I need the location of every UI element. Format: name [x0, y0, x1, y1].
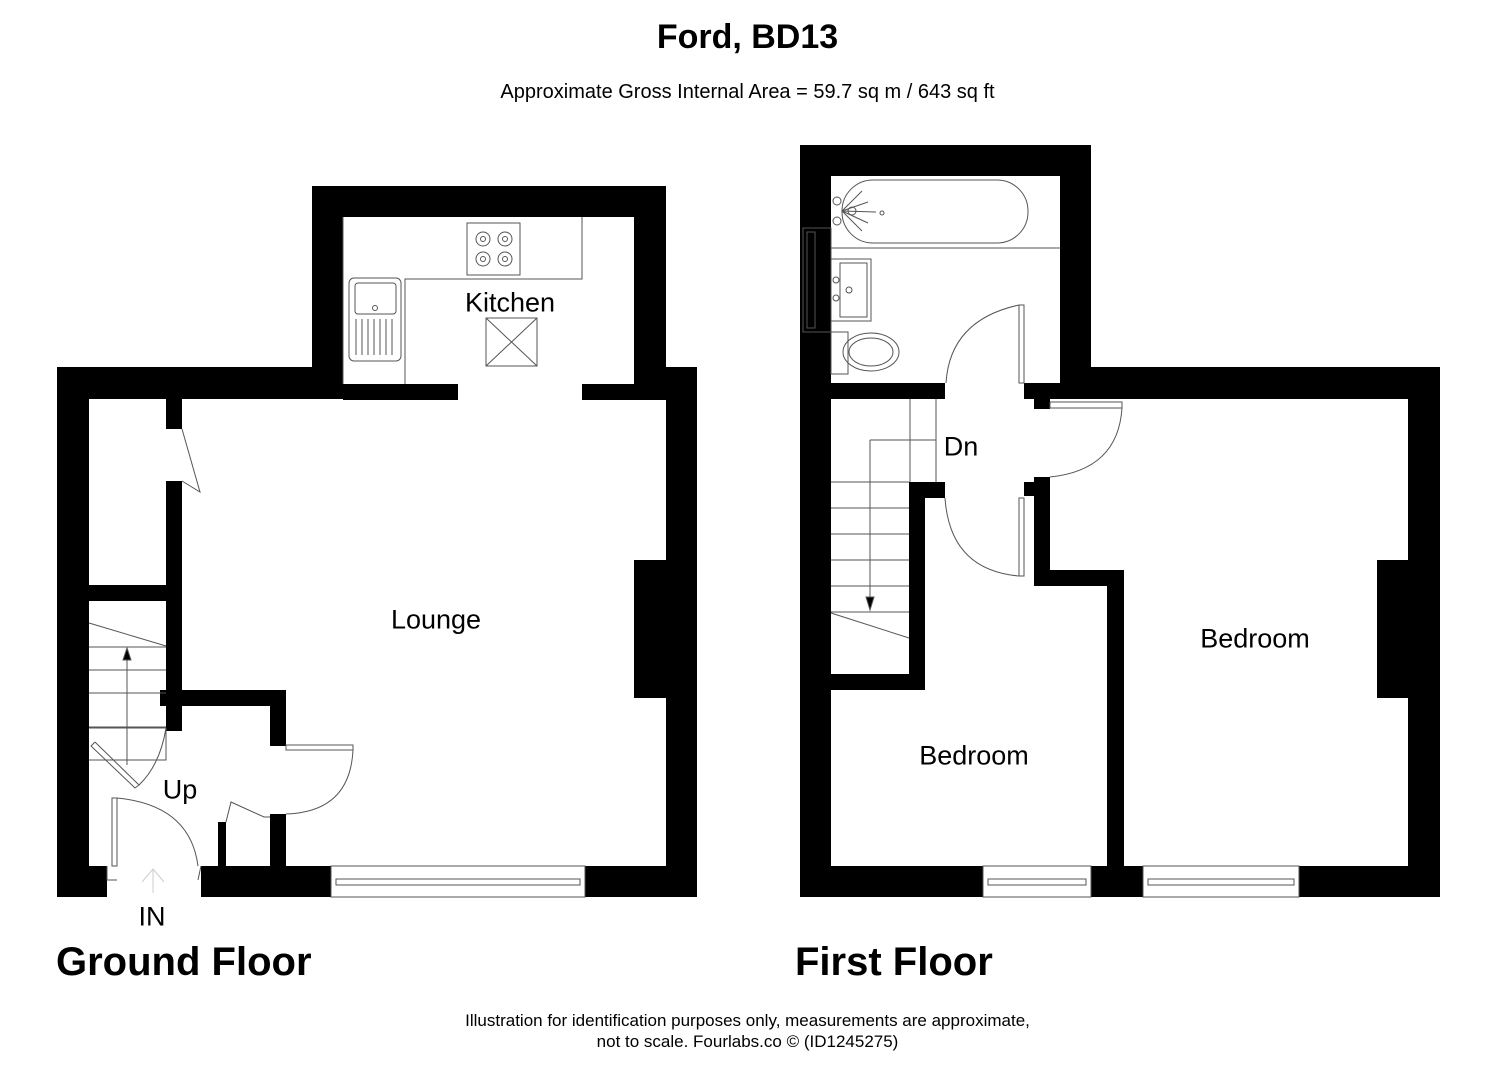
wall	[270, 690, 286, 746]
wall	[160, 690, 286, 706]
wall	[57, 866, 107, 897]
wall	[1060, 145, 1091, 385]
bedroom-door-icon	[944, 497, 1025, 577]
stairs-down-label: Dn	[943, 431, 979, 462]
hob-icon	[466, 222, 521, 276]
front-door-icon	[106, 797, 202, 881]
entrance-label: IN	[138, 901, 166, 932]
cupboard-door-icon	[181, 428, 201, 494]
wall	[800, 145, 831, 897]
chimney-breast	[1377, 560, 1417, 698]
room-label-lounge: Lounge	[390, 604, 482, 635]
wall	[585, 866, 697, 897]
stairs-up-label: Up	[162, 774, 198, 805]
basin-icon	[830, 258, 872, 322]
wall	[218, 822, 226, 866]
wall	[1107, 570, 1124, 897]
room-label-bedroom-main: Bedroom	[1200, 623, 1310, 654]
kitchen-sink-icon	[348, 277, 402, 362]
wall	[1034, 570, 1124, 586]
toilet-icon	[830, 331, 900, 375]
plan-title: Ford, BD13	[656, 18, 839, 56]
wall	[1034, 477, 1050, 583]
wall	[1024, 482, 1034, 496]
chimney-breast	[634, 560, 674, 698]
entrance-arrow-icon	[141, 868, 165, 893]
wall	[166, 481, 182, 731]
wall	[343, 384, 458, 400]
wall	[831, 674, 925, 690]
floor-label-first: First Floor	[795, 940, 993, 984]
wall	[1060, 367, 1440, 399]
window-icon	[330, 865, 586, 898]
wall	[1091, 866, 1143, 897]
wall	[909, 482, 925, 690]
floor-label-ground: Ground Floor	[56, 940, 312, 984]
disclaimer: Illustration for identification purposes…	[0, 1010, 1495, 1052]
wall	[89, 585, 166, 601]
disclaimer-line-1: Illustration for identification purposes…	[465, 1011, 1030, 1030]
wall	[57, 367, 89, 897]
wall	[1034, 399, 1050, 409]
room-label-kitchen: Kitchen	[464, 287, 556, 318]
wall	[800, 145, 1091, 176]
wall	[312, 186, 666, 217]
wall	[270, 814, 286, 866]
wall	[634, 186, 666, 386]
wall	[201, 866, 331, 897]
wall	[831, 383, 945, 399]
wall	[57, 367, 343, 399]
wall	[166, 399, 182, 429]
gross-internal-area: Approximate Gross Internal Area = 59.7 s…	[500, 81, 995, 103]
wall	[312, 186, 343, 386]
bedroom-door-icon	[1049, 401, 1123, 478]
wall	[1299, 866, 1440, 897]
bath-icon	[831, 179, 1060, 249]
disclaimer-line-2: not to scale. Fourlabs.co © (ID1245275)	[596, 1032, 899, 1051]
bathroom-door-icon	[945, 304, 1025, 384]
wall	[800, 866, 983, 897]
stairs-up-icon	[88, 622, 167, 789]
room-label-bedroom-front: Bedroom	[919, 740, 1029, 771]
appliance-box-icon	[485, 317, 538, 367]
lounge-door-icon	[285, 744, 354, 815]
understairs-door-icon	[225, 801, 270, 823]
